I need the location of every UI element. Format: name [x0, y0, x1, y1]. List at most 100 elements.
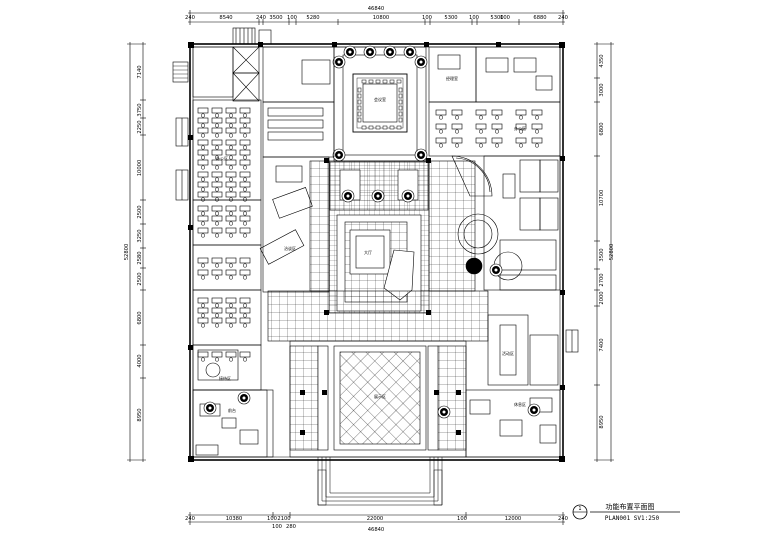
chair — [398, 93, 403, 99]
desk — [239, 215, 251, 226]
top-dim: 240 — [256, 15, 266, 21]
desk — [197, 351, 209, 362]
chair — [357, 117, 362, 123]
desk — [239, 257, 251, 268]
desk — [211, 297, 223, 308]
desk — [211, 205, 223, 216]
entrance-stairs — [317, 457, 443, 506]
room-label: 接待区 — [219, 375, 231, 381]
desk — [225, 107, 237, 118]
bottom-dim: 240 — [185, 516, 195, 522]
bottom-dim: 12000 — [505, 516, 522, 522]
stair-core — [172, 27, 272, 102]
desk — [225, 297, 237, 308]
chair — [361, 125, 367, 130]
room-label: 办公区 — [514, 125, 526, 131]
desk — [197, 307, 209, 318]
room-label: 前台 — [228, 407, 236, 413]
desk — [211, 171, 223, 182]
bottom-right-lounge — [465, 314, 561, 458]
right-dim: 10700 — [599, 190, 605, 207]
left-total-dim: 52800 — [124, 244, 130, 261]
bottom-total-dim: 46840 — [368, 527, 385, 533]
left-dim: 3750 — [137, 103, 143, 116]
desk — [211, 107, 223, 118]
meeting-chairs — [357, 79, 403, 130]
desk — [197, 205, 209, 216]
desk — [435, 137, 447, 148]
desk — [515, 137, 527, 148]
left-dim: 10000 — [137, 160, 143, 177]
desk — [211, 227, 223, 238]
desk — [475, 123, 487, 134]
desk — [451, 137, 463, 148]
bottom-dim: 240 — [558, 516, 568, 522]
right-dim: 2700 — [599, 273, 605, 286]
desk — [239, 127, 251, 138]
desk — [197, 269, 209, 280]
desk — [239, 297, 251, 308]
right-mid-area — [451, 155, 561, 291]
desk — [211, 307, 223, 318]
desk — [491, 109, 503, 120]
desk — [239, 149, 251, 160]
top-dim: 5300 — [490, 15, 503, 21]
left-dim: 8950 — [137, 408, 143, 421]
desk — [211, 181, 223, 192]
desk — [225, 269, 237, 280]
chair — [361, 79, 367, 84]
desk — [211, 351, 223, 362]
desk — [197, 171, 209, 182]
desk — [239, 205, 251, 216]
desk — [491, 137, 503, 148]
desk — [197, 149, 209, 160]
top-dim: 5300 — [444, 15, 457, 21]
chair — [389, 125, 395, 130]
desk — [197, 159, 209, 170]
room-label: 洽谈区 — [284, 245, 296, 251]
right-dim: 3000 — [599, 83, 605, 96]
desk — [239, 139, 251, 150]
left-dimensions: 52800 7140 3750 2250 10000 2500 3250 258… — [124, 42, 146, 462]
desk — [225, 317, 237, 328]
room-label: 休息区 — [514, 401, 526, 407]
desk — [197, 215, 209, 226]
desk — [197, 257, 209, 268]
chair — [357, 99, 362, 105]
desk — [197, 127, 209, 138]
desk — [515, 109, 527, 120]
desk — [239, 269, 251, 280]
index-mark: 1 — [578, 506, 581, 512]
desk — [239, 227, 251, 238]
top-dim: 240 — [558, 15, 568, 21]
room-label: 展示区 — [374, 393, 386, 399]
room-label: 经理室 — [446, 75, 458, 81]
bottom-dim: 10380 — [226, 516, 243, 522]
bottom-left-lounge — [192, 349, 268, 458]
right-total-dim: 52800 — [609, 244, 615, 261]
right-dim: 2000 — [599, 291, 605, 304]
drawing-title: 功能布置平面图 — [606, 502, 655, 511]
top-dim: 100 — [422, 15, 432, 21]
chair — [398, 87, 403, 93]
top-dim: 6880 — [533, 15, 546, 21]
desk — [531, 123, 543, 134]
bottom-dim: 100 — [267, 516, 277, 522]
desk — [197, 139, 209, 150]
desk — [531, 137, 543, 148]
top-total-dim: 46840 — [368, 6, 385, 12]
left-dim: 2500 — [137, 272, 143, 285]
bottom-dim: 2100 — [277, 516, 290, 522]
desk — [239, 117, 251, 128]
chair — [357, 93, 362, 99]
scale-note: PLAN001 SV1:250 — [605, 515, 660, 522]
top-dim: 5280 — [306, 15, 319, 21]
desk — [225, 127, 237, 138]
desk — [225, 171, 237, 182]
room-label: 大厅 — [364, 249, 372, 255]
bottom-dim: 100 — [457, 516, 467, 522]
desk — [239, 317, 251, 328]
desk — [211, 117, 223, 128]
desk — [197, 317, 209, 328]
desk — [451, 123, 463, 134]
